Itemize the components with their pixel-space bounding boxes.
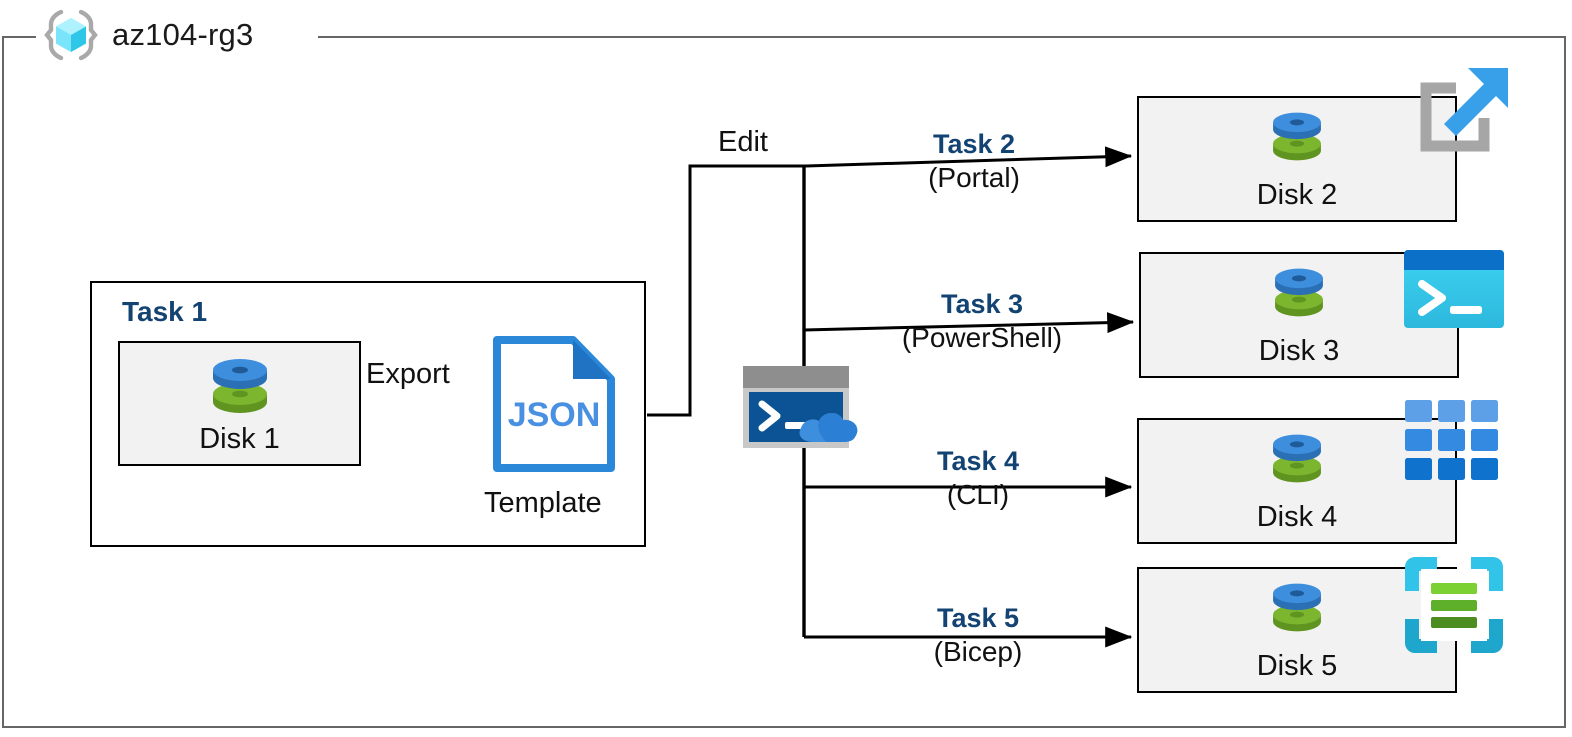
disk5-label: Disk 5 bbox=[1256, 650, 1338, 682]
export-label: Export bbox=[366, 358, 450, 390]
disk1-box[interactable]: Disk 1 bbox=[118, 341, 361, 466]
cloud-shell-icon bbox=[743, 366, 867, 448]
managed-disk-icon bbox=[205, 354, 275, 423]
task4-tool-label: (CLI) bbox=[946, 479, 1010, 510]
branch-caption-task4: Task 4 (CLI) bbox=[828, 446, 1128, 511]
task2-label: Task 2 bbox=[932, 129, 1016, 159]
edit-label: Edit bbox=[718, 126, 768, 158]
bicep-icon bbox=[1405, 557, 1503, 653]
managed-disk-icon bbox=[1266, 430, 1328, 492]
task5-tool-label: (Bicep) bbox=[933, 636, 1023, 667]
template-caption: Template bbox=[484, 487, 602, 519]
managed-disk-icon bbox=[1266, 579, 1328, 641]
task1-heading: Task 1 bbox=[122, 296, 208, 327]
branch-caption-task2: Task 2 (Portal) bbox=[824, 129, 1124, 194]
powershell-icon bbox=[1404, 250, 1504, 328]
task3-label: Task 3 bbox=[940, 289, 1024, 319]
branch-caption-task5: Task 5 (Bicep) bbox=[828, 603, 1128, 668]
disk4-label: Disk 4 bbox=[1256, 501, 1338, 533]
disk1-label: Disk 1 bbox=[199, 423, 280, 455]
disk2-box[interactable]: Disk 2 bbox=[1137, 96, 1457, 222]
resource-group-name: az104-rg3 bbox=[112, 17, 254, 52]
task2-tool-label: (Portal) bbox=[928, 162, 1020, 193]
task5-label: Task 5 bbox=[936, 603, 1020, 633]
disk4-box[interactable]: Disk 4 bbox=[1137, 418, 1457, 544]
task4-label: Task 4 bbox=[936, 446, 1020, 476]
disk5-box[interactable]: Disk 5 bbox=[1137, 567, 1457, 693]
resource-group-frame bbox=[2, 36, 1566, 728]
azure-resource-group-icon bbox=[44, 8, 98, 62]
disk2-label: Disk 2 bbox=[1256, 179, 1338, 211]
managed-disk-icon bbox=[1268, 264, 1330, 326]
azure-cli-icon bbox=[1405, 400, 1499, 480]
resource-group-header: az104-rg3 bbox=[44, 2, 253, 68]
managed-disk-icon bbox=[1266, 108, 1328, 170]
azure-portal-icon bbox=[1404, 64, 1514, 164]
branch-caption-task3: Task 3 (PowerShell) bbox=[832, 289, 1132, 354]
task3-tool-label: (PowerShell) bbox=[901, 322, 1063, 353]
disk3-label: Disk 3 bbox=[1258, 335, 1340, 367]
json-file-icon: JSON bbox=[487, 334, 619, 474]
json-file-type-text: JSON bbox=[508, 396, 601, 434]
